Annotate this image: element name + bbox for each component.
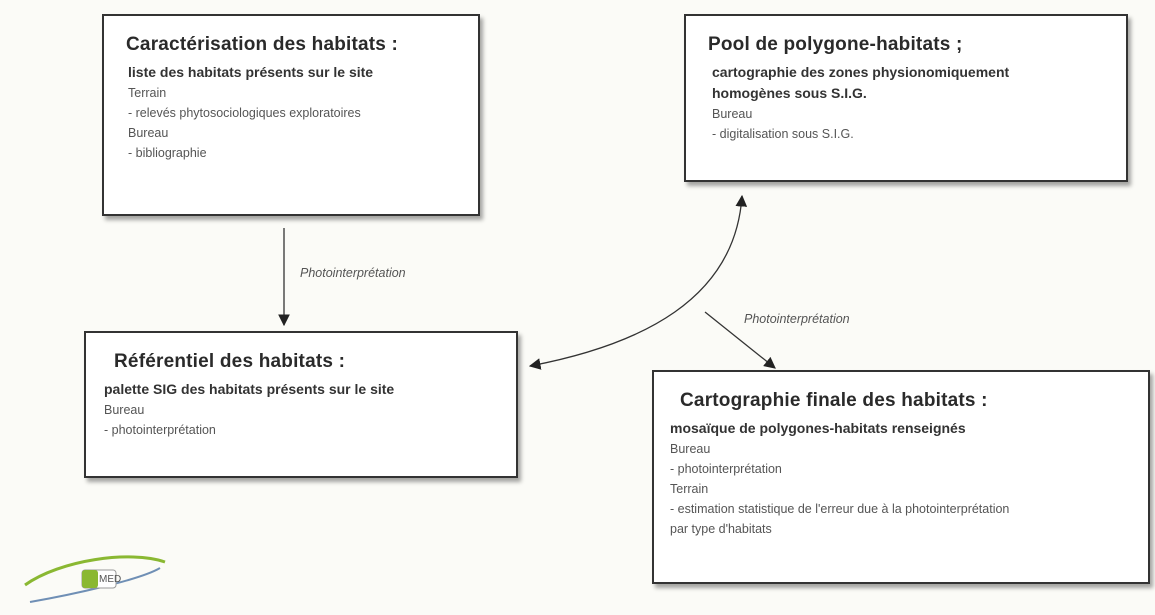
characterisation-box: Caractérisation des habitats : liste des… xyxy=(102,14,480,216)
cartographie-line: - photointerprétation xyxy=(670,462,782,476)
cartographie-box: Cartographie finale des habitats : mosaï… xyxy=(652,370,1150,584)
characterisation-line: - relevés phytosociologiques exploratoir… xyxy=(128,106,361,120)
pool-line: Bureau xyxy=(712,107,753,121)
cartographie-line: par type d'habitats xyxy=(670,522,772,536)
arrow-label-photointerpretation: Photointerprétation xyxy=(744,312,850,326)
arrow-label-photointerpretation: Photointerprétation xyxy=(300,266,406,280)
referentiel-subtitle: palette SIG des habitats présents sur le… xyxy=(104,381,395,397)
pool-subtitle-line: homogènes sous S.I.G. xyxy=(712,85,867,101)
referentiel-line: - photointerprétation xyxy=(104,423,216,437)
referentiel-line: Bureau xyxy=(104,403,145,417)
cartographie-line: - estimation statistique de l'erreur due… xyxy=(670,502,1010,516)
cartographie-subtitle: mosaïque de polygones-habitats renseigné… xyxy=(670,420,966,436)
logo: MED xyxy=(20,540,170,610)
characterisation-line: Terrain xyxy=(128,86,167,100)
logo-text: MED xyxy=(99,574,122,585)
pool-line: - digitalisation sous S.I.G. xyxy=(712,127,854,141)
cartographie-line: Terrain xyxy=(670,482,709,496)
characterisation-subtitle: liste des habitats présents sur le site xyxy=(128,64,374,80)
cartographie-line: Bureau xyxy=(670,442,711,456)
characterisation-title: Caractérisation des habitats : xyxy=(126,34,399,55)
referentiel-title: Référentiel des habitats : xyxy=(114,351,346,372)
cartographie-title: Cartographie finale des habitats : xyxy=(680,390,988,411)
arrow-referentiel-to-pool xyxy=(528,194,748,370)
pool-title: Pool de polygone-habitats ; xyxy=(708,34,963,55)
pool-box: Pool de polygone-habitats ; cartographie… xyxy=(684,14,1128,182)
characterisation-line: Bureau xyxy=(128,126,169,140)
arrow-to-cartographie xyxy=(704,311,776,369)
characterisation-line: - bibliographie xyxy=(128,146,207,160)
logo-swoosh-icon xyxy=(24,555,166,603)
pool-subtitle-line: cartographie des zones physionomiquement xyxy=(712,64,1010,80)
referentiel-box: Référentiel des habitats : palette SIG d… xyxy=(84,331,518,478)
